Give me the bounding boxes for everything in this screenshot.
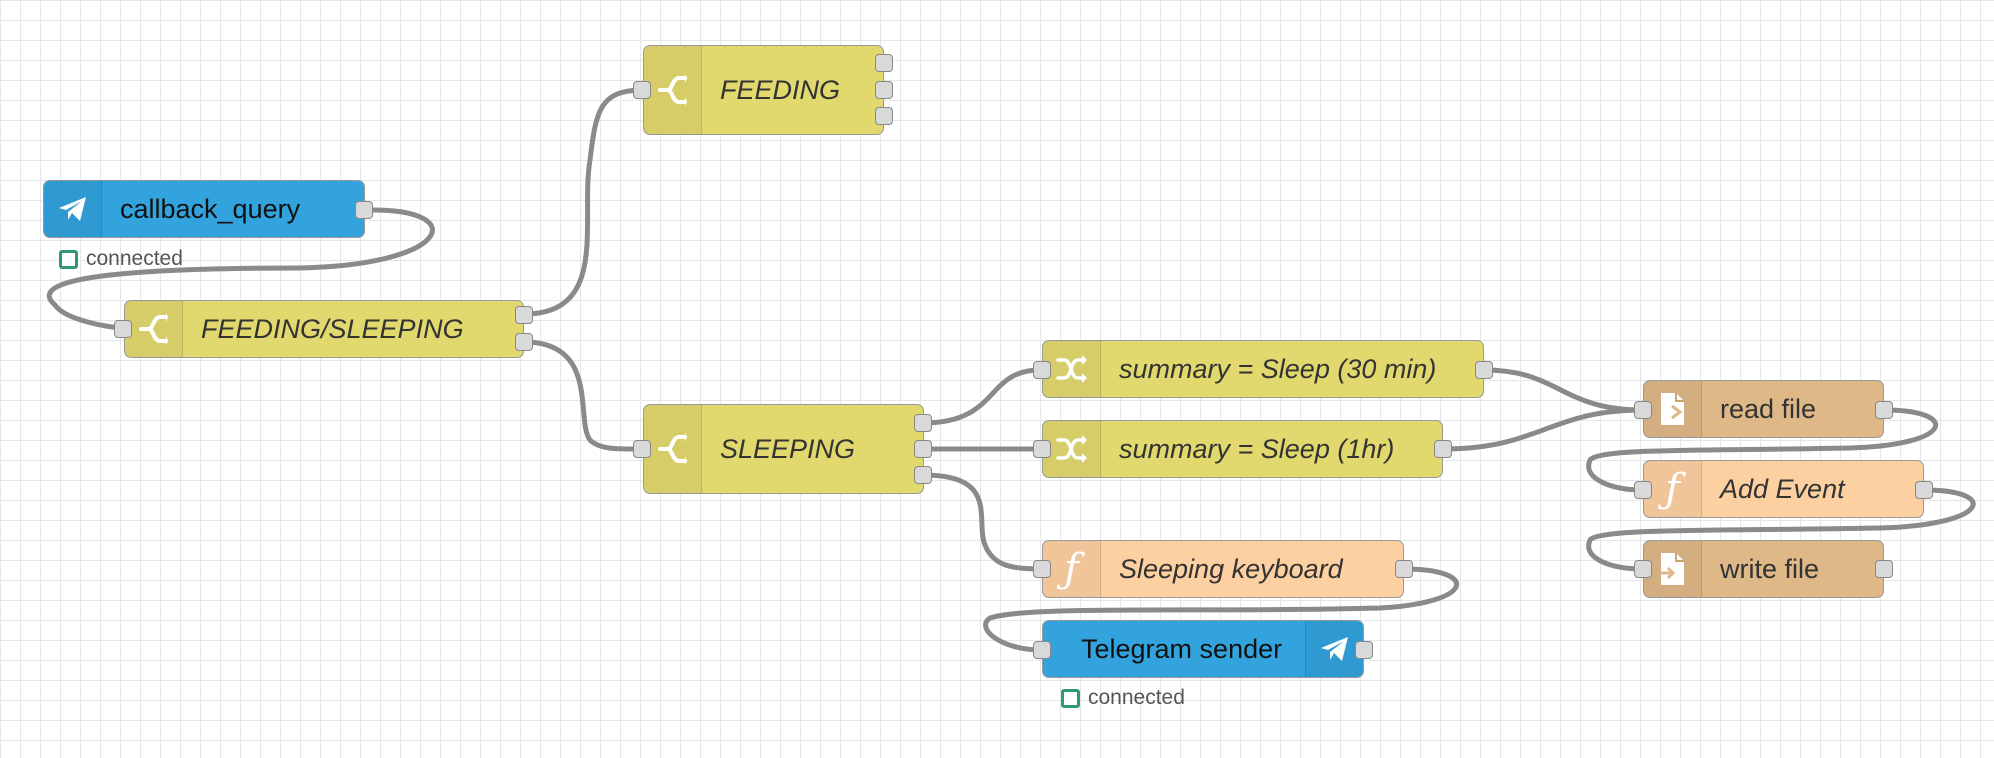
node-label: write file [1720, 553, 1820, 584]
file-in-icon [1644, 381, 1702, 437]
output-port[interactable] [1395, 560, 1413, 578]
input-port[interactable] [1033, 440, 1051, 458]
node-label: callback_query [120, 193, 301, 224]
function-icon: ƒ [1043, 541, 1101, 597]
wire-readfile-to-addevent[interactable] [1586, 407, 1939, 493]
wire-summary1hr-to-readfile[interactable] [1440, 407, 1646, 452]
node-write-file[interactable]: write file [1643, 540, 1884, 598]
output-port-3[interactable] [914, 466, 932, 484]
output-port-1[interactable] [875, 54, 893, 72]
output-port[interactable] [1355, 641, 1373, 659]
wire-keyboard-to-telegram[interactable] [983, 566, 1460, 653]
node-summary-sleep-30min[interactable]: summary = Sleep (30 min) [1042, 340, 1484, 398]
switch-icon [644, 46, 702, 134]
input-port[interactable] [1033, 641, 1051, 659]
node-label: read file [1720, 393, 1817, 424]
wire-feeding-sleeping-to-feeding[interactable] [521, 87, 646, 317]
node-label: FEEDING/SLEEPING [201, 313, 464, 344]
node-feeding-sleeping[interactable]: FEEDING/SLEEPING [124, 300, 524, 358]
node-label: summary = Sleep (30 min) [1119, 353, 1437, 384]
input-port[interactable] [633, 440, 651, 458]
output-port[interactable] [1475, 361, 1493, 379]
function-icon: ƒ [1644, 461, 1702, 517]
output-port-2[interactable] [515, 333, 533, 351]
wire-summary30-to-readfile[interactable] [1481, 367, 1646, 413]
wire-addevent-to-writefile[interactable] [1586, 487, 1976, 572]
node-telegram-sender[interactable]: Telegram sender [1042, 620, 1364, 678]
node-feeding[interactable]: FEEDING [643, 45, 884, 135]
input-port[interactable] [1033, 361, 1051, 379]
wire-sleeping-to-summary30[interactable] [920, 367, 1043, 426]
output-port[interactable] [1915, 481, 1933, 499]
output-port[interactable] [1875, 560, 1893, 578]
input-port[interactable] [633, 81, 651, 99]
output-port-2[interactable] [875, 81, 893, 99]
node-label: summary = Sleep (1hr) [1119, 433, 1395, 464]
output-port[interactable] [1875, 401, 1893, 419]
node-label: SLEEPING [720, 433, 856, 464]
output-port-1[interactable] [515, 306, 533, 324]
node-label: Sleeping keyboard [1119, 553, 1343, 584]
status-indicator: connected [59, 247, 183, 271]
node-label: Telegram sender [1081, 633, 1283, 664]
shuffle-icon [1043, 341, 1101, 397]
node-sleeping[interactable]: SLEEPING [643, 404, 924, 494]
status-connected-icon [59, 249, 78, 269]
node-sleeping-keyboard[interactable]: ƒ Sleeping keyboard [1042, 540, 1404, 598]
output-port-3[interactable] [875, 107, 893, 125]
node-summary-sleep-1hr[interactable]: summary = Sleep (1hr) [1042, 420, 1443, 478]
wire-callback-to-feeding-sleeping[interactable] [46, 207, 435, 331]
node-label: Add Event [1720, 473, 1845, 504]
input-port[interactable] [1634, 481, 1652, 499]
node-read-file[interactable]: read file [1643, 380, 1884, 438]
switch-icon [644, 405, 702, 493]
output-port[interactable] [1434, 440, 1452, 458]
output-port-2[interactable] [914, 440, 932, 458]
node-callback-query[interactable]: callback_query [43, 180, 365, 238]
node-add-event[interactable]: ƒ Add Event [1643, 460, 1924, 518]
wire-feeding-sleeping-to-sleeping[interactable] [521, 339, 646, 452]
input-port[interactable] [1634, 401, 1652, 419]
output-port-1[interactable] [914, 414, 932, 432]
switch-icon [125, 301, 183, 357]
node-label: FEEDING [720, 74, 841, 105]
input-port[interactable] [114, 320, 132, 338]
telegram-plane-icon [1305, 621, 1363, 677]
output-port[interactable] [355, 201, 373, 219]
wire-sleeping-to-keyboard[interactable] [920, 472, 1043, 572]
input-port[interactable] [1033, 560, 1051, 578]
status-connected-icon [1061, 688, 1080, 708]
file-out-icon [1644, 541, 1702, 597]
status-indicator: connected [1061, 686, 1185, 710]
status-text: connected [1088, 686, 1185, 709]
status-text: connected [86, 247, 183, 270]
telegram-plane-icon [44, 181, 102, 237]
input-port[interactable] [1634, 560, 1652, 578]
shuffle-icon [1043, 421, 1101, 477]
